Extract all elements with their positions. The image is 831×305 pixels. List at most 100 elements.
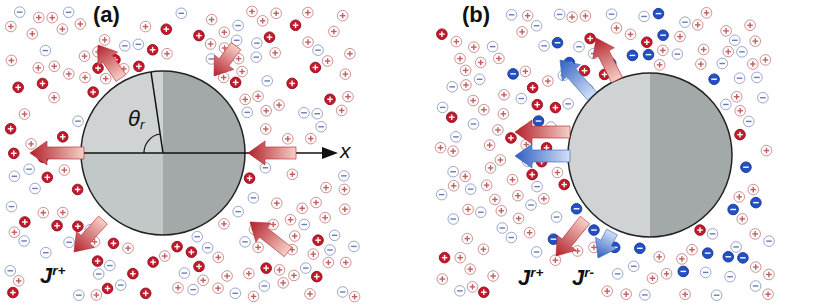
ion bbox=[627, 50, 638, 61]
ion bbox=[658, 45, 669, 56]
axis-head bbox=[322, 147, 338, 159]
ion bbox=[312, 108, 323, 119]
ion bbox=[478, 287, 489, 298]
ion bbox=[93, 269, 104, 280]
ion bbox=[702, 248, 713, 259]
ion bbox=[283, 134, 294, 145]
ion bbox=[764, 269, 775, 280]
ion bbox=[300, 263, 311, 274]
flux-arrow bbox=[560, 60, 597, 100]
ion bbox=[734, 192, 745, 203]
ion bbox=[552, 167, 563, 178]
ion bbox=[687, 244, 698, 255]
ion bbox=[698, 44, 709, 55]
ion bbox=[329, 230, 340, 241]
ion bbox=[517, 27, 528, 38]
flux-label: Jr+ bbox=[518, 266, 544, 289]
ion bbox=[222, 271, 233, 282]
ion bbox=[320, 212, 331, 223]
ion bbox=[73, 116, 84, 127]
ion bbox=[729, 35, 740, 46]
ion bbox=[479, 104, 490, 115]
ion bbox=[752, 72, 763, 83]
ion bbox=[721, 26, 732, 37]
ion bbox=[99, 35, 110, 46]
ion bbox=[303, 37, 314, 48]
ion bbox=[507, 174, 518, 185]
ion bbox=[120, 41, 131, 52]
ion bbox=[340, 257, 351, 268]
ion bbox=[527, 169, 538, 180]
flux-arrow bbox=[98, 45, 126, 81]
ion bbox=[737, 214, 748, 225]
ion bbox=[343, 91, 354, 102]
ion bbox=[606, 9, 617, 20]
ion bbox=[161, 24, 172, 35]
ion bbox=[460, 171, 471, 182]
ion bbox=[316, 121, 327, 132]
ion bbox=[725, 271, 736, 282]
ion bbox=[692, 20, 703, 31]
ion bbox=[172, 241, 183, 252]
ion bbox=[322, 56, 333, 67]
ion bbox=[451, 132, 462, 143]
ion bbox=[271, 8, 282, 19]
ion bbox=[551, 212, 562, 223]
ion bbox=[253, 242, 264, 253]
ion bbox=[563, 99, 574, 110]
ion bbox=[8, 287, 19, 298]
ion bbox=[745, 20, 756, 31]
flux-arrow bbox=[214, 43, 241, 77]
ion bbox=[731, 91, 742, 102]
ion bbox=[213, 283, 224, 294]
ion bbox=[552, 37, 563, 48]
ion bbox=[49, 92, 60, 103]
ion bbox=[532, 181, 543, 192]
ion bbox=[506, 133, 517, 144]
ion bbox=[148, 257, 159, 268]
ion bbox=[751, 197, 762, 208]
ion bbox=[308, 249, 319, 260]
ion bbox=[488, 271, 499, 282]
ion bbox=[230, 288, 241, 299]
ion bbox=[33, 63, 44, 74]
ion bbox=[474, 74, 485, 85]
ion bbox=[274, 265, 285, 276]
ion bbox=[589, 225, 600, 236]
ion bbox=[311, 197, 322, 208]
flux-arrow bbox=[556, 216, 590, 256]
ion bbox=[455, 53, 466, 64]
ion bbox=[313, 235, 324, 246]
ion bbox=[219, 27, 230, 38]
ion bbox=[244, 173, 255, 184]
ion bbox=[531, 20, 542, 31]
ion bbox=[13, 82, 24, 93]
ion bbox=[299, 107, 310, 118]
ion bbox=[259, 281, 270, 292]
ion bbox=[260, 162, 271, 173]
ion bbox=[437, 102, 448, 113]
ion bbox=[496, 206, 507, 217]
ion bbox=[6, 21, 17, 32]
ion bbox=[532, 99, 543, 110]
ion bbox=[451, 36, 462, 47]
ion bbox=[543, 76, 554, 87]
ion bbox=[40, 247, 51, 258]
ion bbox=[176, 8, 187, 19]
ion bbox=[527, 82, 538, 93]
ion bbox=[723, 46, 734, 57]
ion bbox=[437, 29, 448, 40]
ion bbox=[661, 268, 672, 279]
ion bbox=[642, 37, 653, 48]
ion bbox=[462, 233, 473, 244]
ion bbox=[612, 269, 623, 280]
ion bbox=[278, 278, 289, 289]
ion bbox=[40, 45, 51, 56]
ion bbox=[162, 48, 173, 59]
ion bbox=[654, 252, 665, 263]
ion bbox=[52, 220, 63, 231]
ion bbox=[731, 242, 742, 253]
ion bbox=[75, 19, 86, 30]
ion bbox=[750, 281, 761, 292]
